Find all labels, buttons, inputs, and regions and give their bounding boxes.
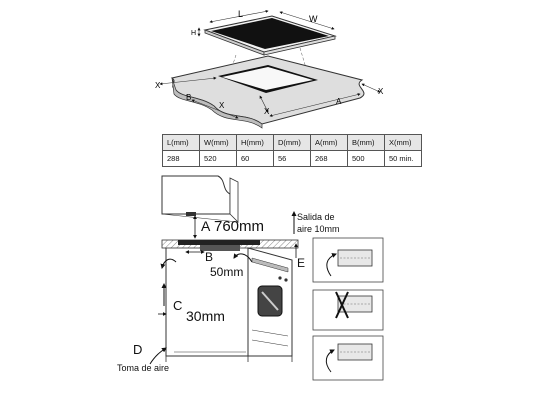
value-d: 56 [273,150,311,167]
dim-b-value: 50mm [210,265,244,279]
cutout-x-right-label: X [378,87,384,96]
blocked-cross-icon [335,291,349,319]
value-x: 50 min. [384,150,422,167]
airflow-panel-correct-top [312,237,384,283]
cutout-b-label: B [186,93,191,102]
hob-glass [211,18,329,49]
dim-c-value: 30mm [186,308,225,324]
airflow-panel-blocked [312,289,384,331]
air-outlet-caption-line1: Salida de [297,212,335,222]
dim-c-letter: C [173,298,183,313]
dim-d-letter: D [133,342,143,357]
cutout-x-front-label: X [264,107,270,116]
cutout-x-front-left-label: X [219,101,225,110]
cutout-x-left-label: X [155,81,161,90]
value-h: 60 [236,150,274,167]
header-w: W(mm) [199,134,237,151]
installed-hob [178,240,260,245]
hob-width-label: W [309,14,318,24]
header-d: D(mm) [273,134,311,151]
worktop-drawing: X B X X A X [155,55,384,129]
value-b: 500 [347,150,385,167]
dimensions-value-row: 288 520 60 56 268 500 50 min. [162,150,422,167]
cutout-a-label: A [336,97,342,106]
air-intake-caption: Toma de aire [117,363,170,373]
upper-cabinet [161,175,231,215]
dim-b-letter: B [205,250,214,264]
airflow-detail-panels [312,237,384,381]
header-h: H(mm) [236,134,274,151]
dim-e-letter: E [297,256,306,270]
dim-a-letter: A [201,218,211,234]
hob-drawing: L W H [191,9,337,74]
header-x: X(mm) [384,134,422,151]
header-b: B(mm) [347,134,385,151]
dim-a-value: 760mm [214,218,265,235]
airflow-panel-correct-bottom [312,335,384,381]
air-outlet-caption-line2: aire 10mm [297,224,340,234]
header-l: L(mm) [162,134,200,151]
dimensions-header-row: L(mm) W(mm) H(mm) D(mm) A(mm) B(mm) X(mm… [162,134,422,151]
installation-cross-section [149,175,299,365]
header-a: A(mm) [310,134,348,151]
dimensions-table: L(mm) W(mm) H(mm) D(mm) A(mm) B(mm) X(mm… [162,134,422,167]
value-w: 520 [199,150,237,167]
value-l: 288 [162,150,200,167]
hob-edge-right [263,35,336,56]
hob-length-label: L [238,9,243,19]
value-a: 268 [310,150,348,167]
hob-height-label: H [191,30,196,37]
